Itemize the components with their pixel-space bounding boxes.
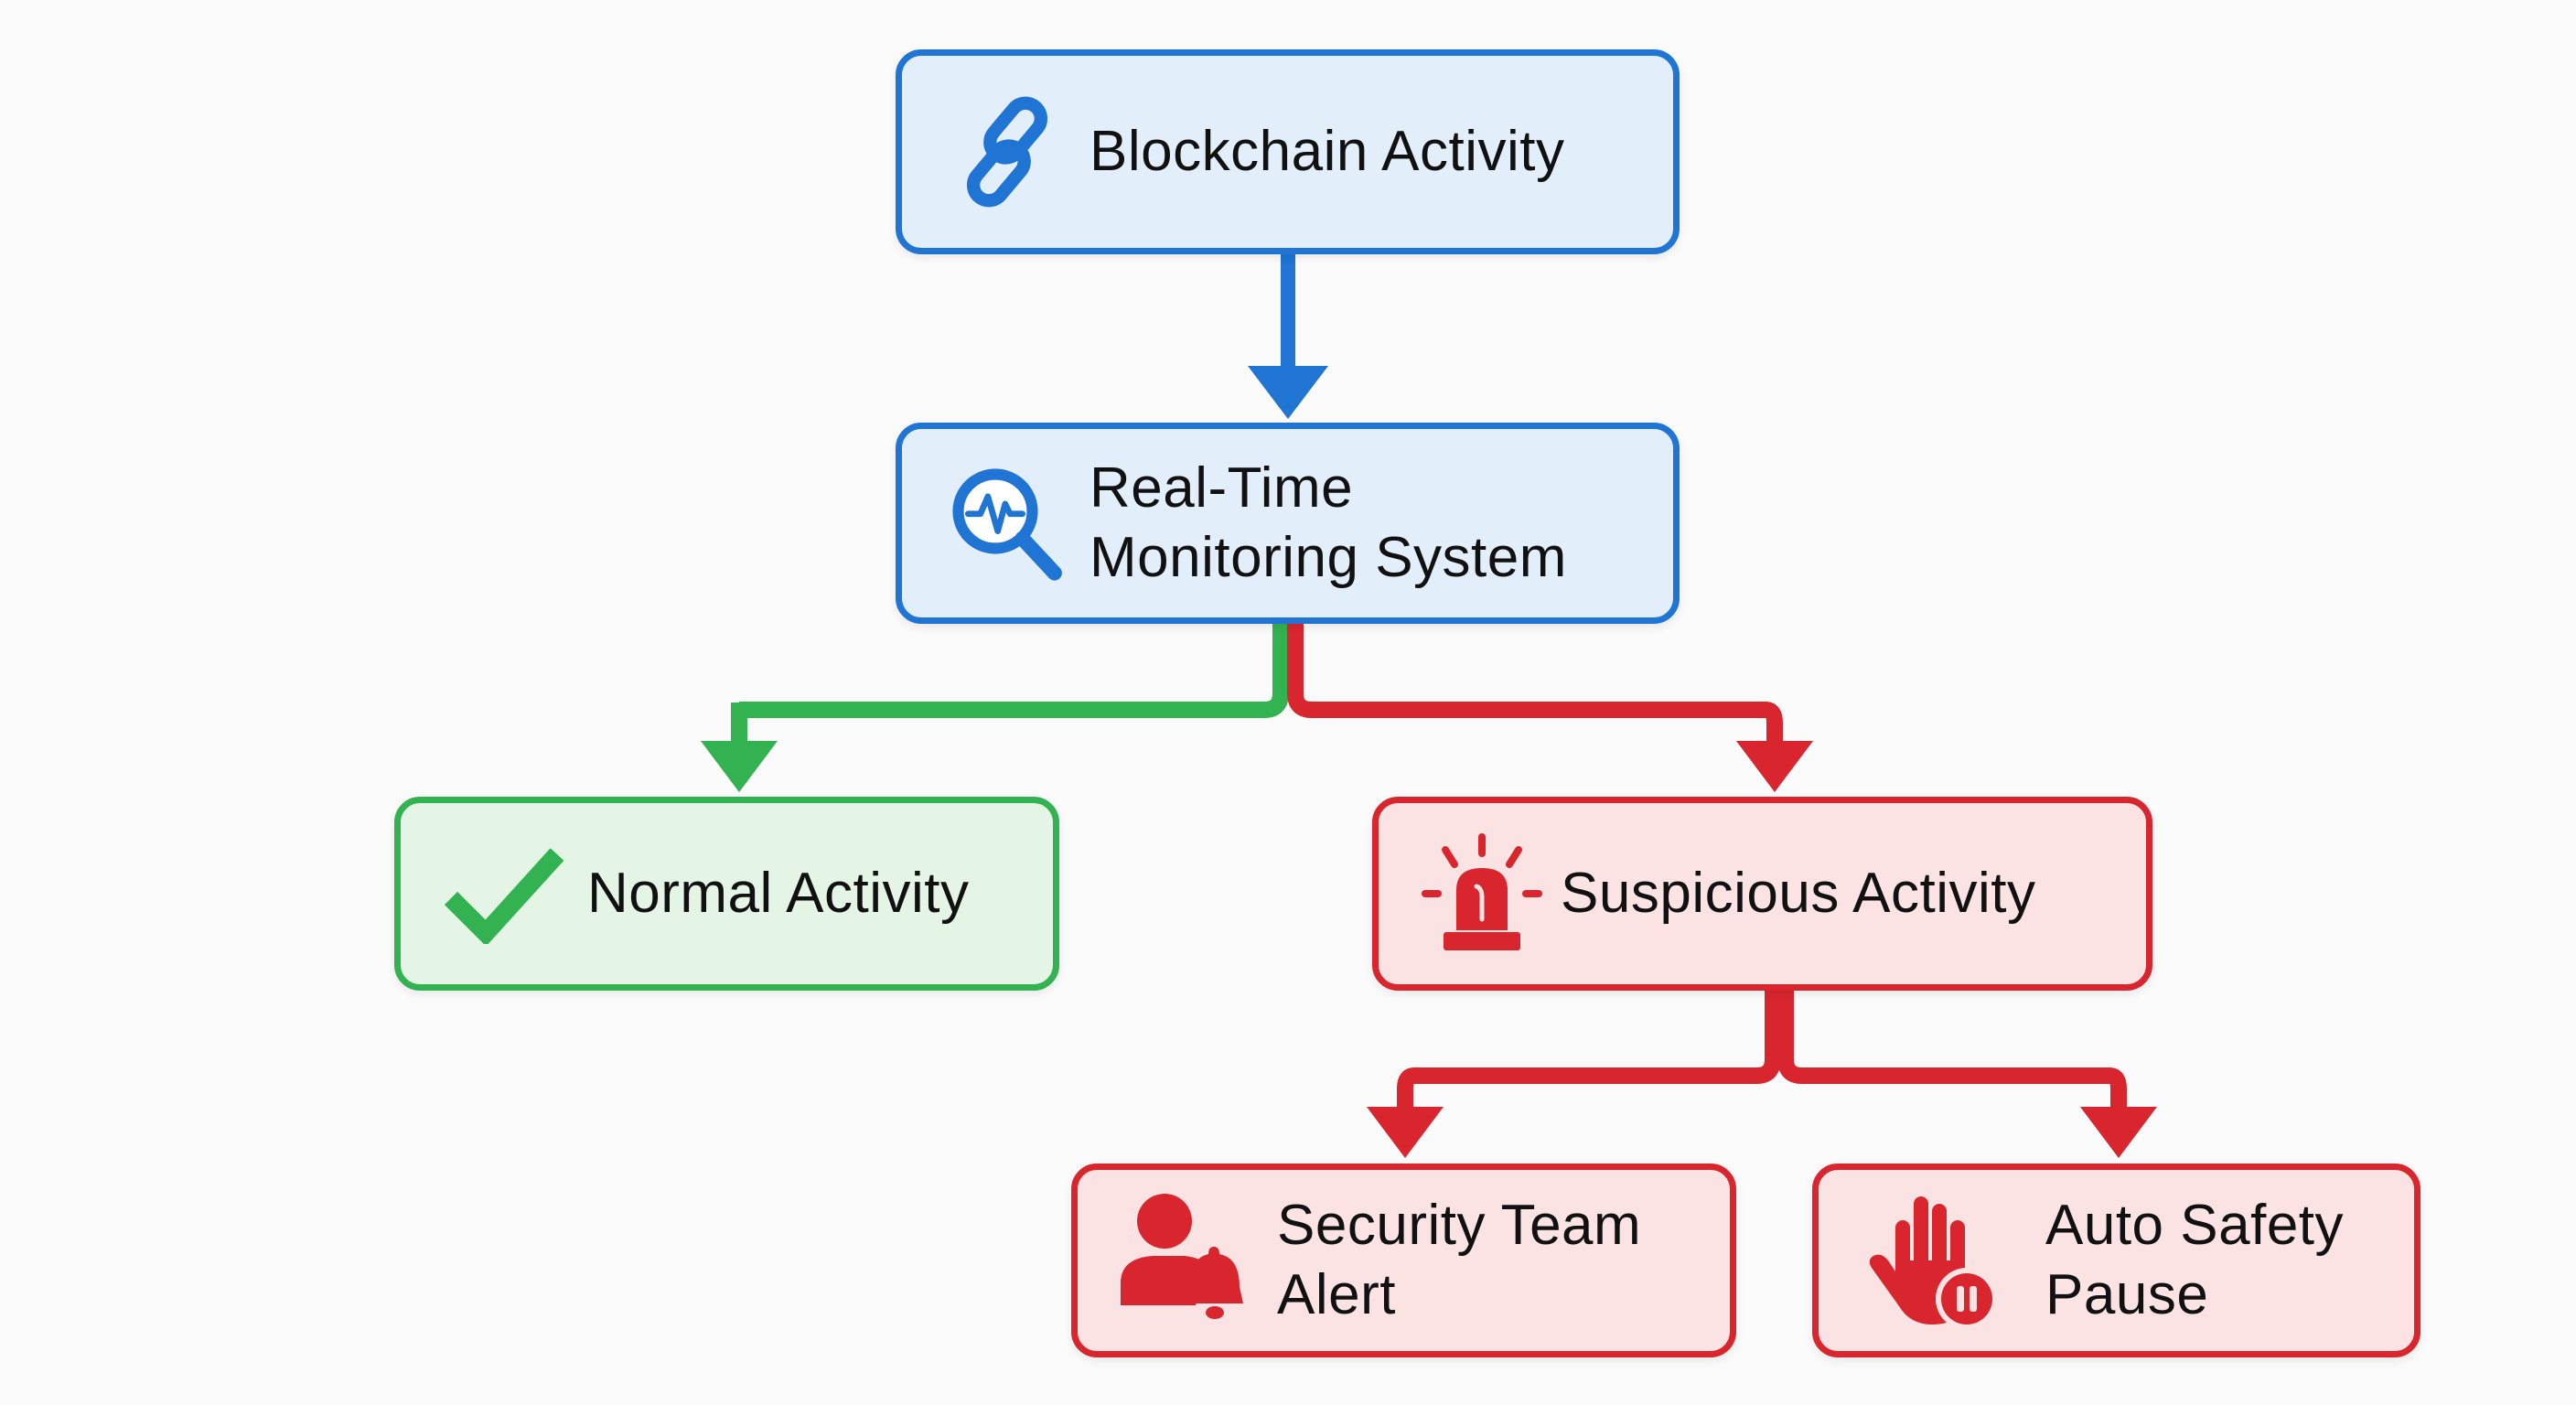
magnifier-pulse-icon: [943, 459, 1071, 587]
node-normal-activity[interactable]: Normal Activity: [394, 797, 1059, 991]
arrowhead: [1248, 366, 1328, 419]
edge-monitoring-to-normal: [701, 622, 1289, 792]
node-label: Real-Time Monitoring System: [1089, 454, 1567, 593]
label-line: Monitoring System: [1089, 526, 1567, 589]
edge-blockchain-to-monitoring: [1248, 252, 1328, 419]
node-label: Normal Activity: [587, 862, 970, 925]
checkmark-icon: [435, 834, 573, 953]
label-line: Security Team: [1277, 1194, 1642, 1257]
siren-icon: [1415, 825, 1548, 962]
hand-pause-icon: [1864, 1185, 2002, 1336]
edge-suspicious-to-security: [1367, 989, 1781, 1158]
node-auto-safety-pause[interactable]: Auto Safety Pause: [1812, 1164, 2420, 1357]
node-security-team-alert[interactable]: Security Team Alert: [1071, 1164, 1736, 1357]
label-line: Real-Time: [1089, 456, 1354, 520]
label-line: Pause: [2045, 1263, 2209, 1326]
node-label: Auto Safety Pause: [2045, 1191, 2344, 1330]
node-suspicious-activity[interactable]: Suspicious Activity: [1372, 797, 2152, 991]
arrowhead: [1736, 741, 1813, 792]
label-line: Auto Safety: [2045, 1194, 2345, 1257]
node-label: Suspicious Activity: [1561, 862, 2036, 925]
node-label: Blockchain Activity: [1089, 120, 1565, 183]
edge-monitoring-to-suspicious: [1287, 622, 1813, 792]
node-monitoring-system[interactable]: Real-Time Monitoring System: [896, 423, 1680, 624]
node-blockchain-activity[interactable]: Blockchain Activity: [896, 49, 1680, 254]
user-bell-icon: [1114, 1187, 1251, 1334]
edge-suspicious-to-pause: [1777, 989, 2157, 1158]
arrowhead: [1367, 1107, 1444, 1158]
chain-link-icon: [943, 88, 1071, 216]
label-line: Alert: [1277, 1263, 1396, 1326]
arrowhead: [2080, 1107, 2157, 1158]
node-label: Security Team Alert: [1277, 1191, 1641, 1330]
arrowhead: [701, 741, 778, 792]
